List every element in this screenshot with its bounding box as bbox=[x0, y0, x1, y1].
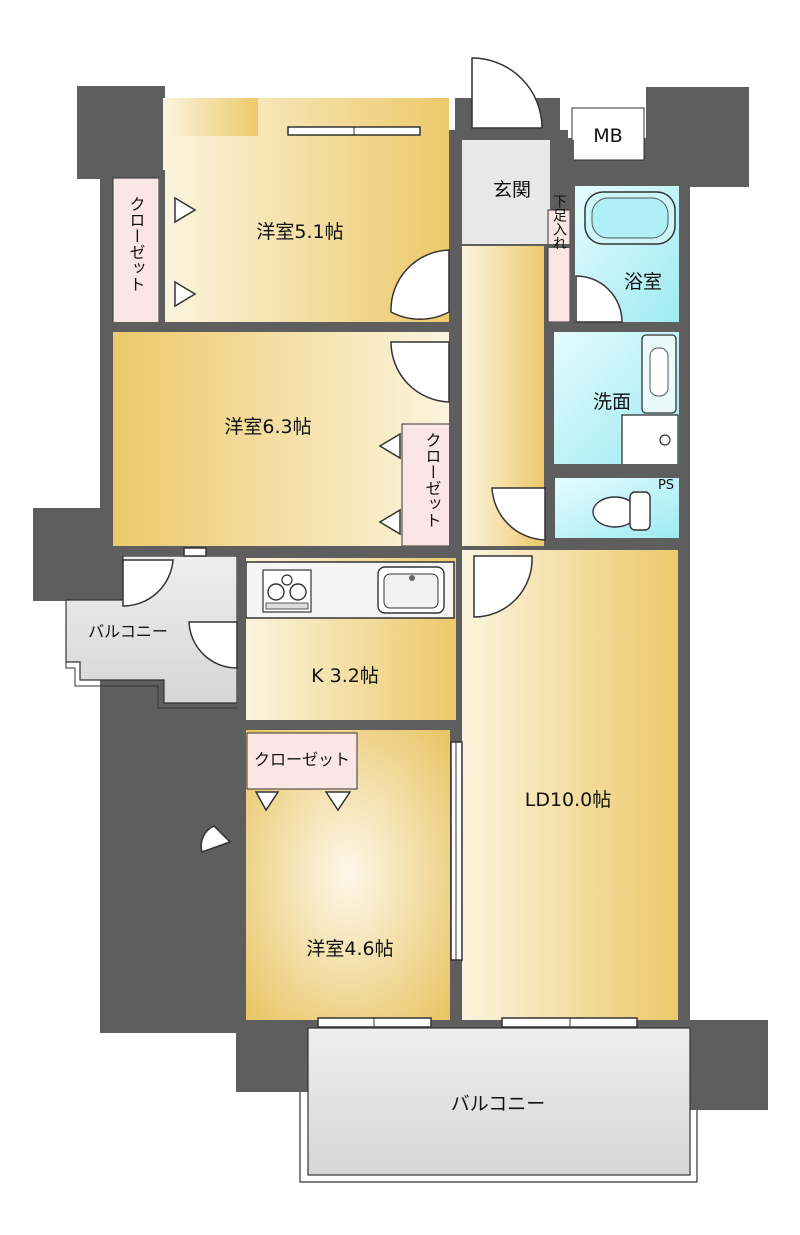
toilet-icon bbox=[592, 491, 651, 531]
label-mb: MB bbox=[593, 125, 622, 147]
label-washroom: 洗面 bbox=[593, 391, 631, 413]
label-kitchen: K 3.2帖 bbox=[311, 665, 379, 687]
label-closet-1: クローゼット bbox=[127, 196, 146, 292]
windows bbox=[183, 126, 638, 1028]
label-closet-3: クローゼット bbox=[254, 750, 350, 769]
mb-box bbox=[571, 107, 645, 161]
label-balcony-main: バルコニー bbox=[451, 1093, 546, 1115]
room-ld bbox=[462, 550, 678, 1020]
closet-left-top bbox=[112, 177, 160, 324]
label-ld: LD10.0帖 bbox=[525, 789, 612, 811]
closet-bottom bbox=[246, 732, 358, 790]
label-bath: 浴室 bbox=[624, 271, 662, 293]
balcony-main bbox=[307, 1027, 691, 1176]
entrance-area bbox=[462, 140, 550, 244]
label-western-4-6: 洋室4.6帖 bbox=[306, 938, 393, 960]
label-ps: PS bbox=[658, 478, 674, 493]
label-closet-2: クローゼット bbox=[423, 432, 442, 528]
sink-icon bbox=[377, 566, 445, 614]
stove-icon bbox=[262, 569, 312, 613]
label-western-6-3: 洋室6.3帖 bbox=[224, 416, 311, 438]
label-western-5-1: 洋室5.1帖 bbox=[256, 221, 343, 243]
label-balcony-small: バルコニー bbox=[88, 622, 168, 641]
doors bbox=[122, 57, 623, 853]
label-shoe-closet: 下足入れ bbox=[551, 194, 567, 250]
label-entrance: 玄関 bbox=[493, 179, 531, 201]
